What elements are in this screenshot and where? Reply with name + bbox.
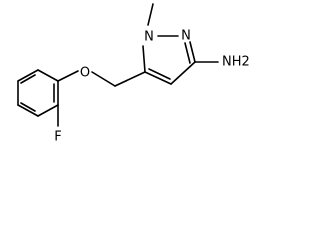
double-bond-c4-c5	[148, 68, 171, 80]
bond-n2-c3	[189, 41, 196, 63]
double-bond-inner-3	[20, 74, 36, 84]
atom-label-fluorine: F	[54, 130, 61, 145]
molecule-diagram: O N N NH2 F	[17, 3, 250, 145]
benzene-ring	[17, 69, 59, 117]
atom-label-oxygen: O	[80, 66, 90, 81]
bond-o-ch2	[91, 71, 116, 87]
bond-ch2-c5	[114, 71, 146, 87]
bond-c1-c2	[37, 69, 59, 82]
structure-canvas: O N N NH2 F	[17, 3, 250, 145]
bond-c5-n1	[142, 45, 146, 73]
atom-label-n2: N	[181, 29, 191, 44]
bond-c4-c5	[144, 71, 172, 85]
atom-label-n1: N	[144, 30, 154, 45]
bond-c3-c4	[170, 61, 196, 85]
bond-c6-c1	[17, 69, 39, 82]
bond-c4-c5	[17, 104, 39, 117]
atom-label-nh2: NH2	[222, 55, 250, 70]
bond-c3-c4	[37, 104, 59, 117]
double-bond-n2-c3	[184, 42, 191, 64]
pyrazole-ring	[142, 35, 196, 85]
double-bond-inner-2	[20, 102, 36, 112]
bond-c2-o	[57, 70, 79, 82]
bond-n1-methyl	[147, 3, 154, 26]
